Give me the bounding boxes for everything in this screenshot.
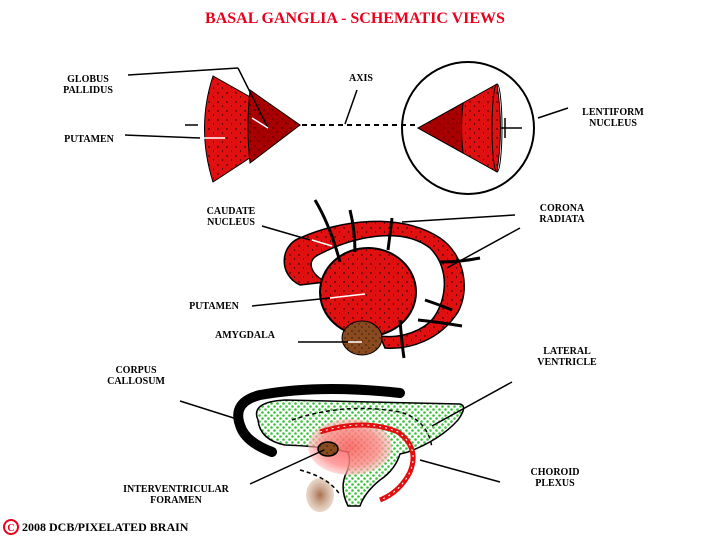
corona-fiber (348, 209, 357, 253)
label-lentiform-2: NUCLEUS (589, 118, 637, 129)
corpus-callosum-shape (233, 383, 405, 457)
label-corpus-1: CORPUS (115, 365, 157, 376)
lentiform-circle (401, 61, 535, 195)
globus-pallidus-shape (247, 89, 301, 164)
ventricle-view (233, 383, 465, 512)
corona-fiber (424, 298, 453, 312)
label-globus-pallidus-2: PALLIDUS (63, 85, 113, 96)
bottom-leader-lines (179, 381, 513, 485)
label-corona-2: RADIATA (539, 214, 585, 225)
diagram-title: BASAL GANGLIA - SCHEMATIC VIEWS (205, 10, 505, 27)
label-corpus-2: CALLOSUM (107, 376, 165, 387)
lentiform-side-view (185, 75, 418, 183)
copyright-text: 2008 DCB/PIXELATED BRAIN (22, 520, 189, 534)
label-putamen-top: PUTAMEN (64, 134, 115, 145)
middle-leader-lines (251, 214, 521, 343)
copyright-icon (3, 519, 19, 535)
corona-fiber (313, 199, 342, 263)
label-caudate-1: CAUDATE (207, 206, 256, 217)
label-globus-pallidus-1: GLOBUS (67, 74, 109, 85)
corona-fiber (386, 217, 394, 251)
label-corona-1: CORONA (540, 203, 585, 214)
lentiform-cone-inner (416, 102, 464, 154)
copyright: C 2008 DCB/PIXELATED BRAIN (3, 519, 189, 535)
fornix-dashed (291, 407, 433, 449)
label-caudate-2: NUCLEUS (207, 217, 255, 228)
label-putamen-middle: PUTAMEN (189, 301, 240, 312)
corona-fiber (417, 318, 463, 328)
label-lentiform-1: LENTIFORM (582, 107, 644, 118)
label-amygdala: AMYGDALA (215, 330, 276, 341)
copyright-symbol: C (7, 523, 14, 534)
label-choroid-1: CHOROID (531, 467, 580, 478)
label-interventricular-1: INTERVENTRICULAR (123, 484, 230, 495)
corona-fiber (398, 319, 406, 359)
amygdala-shape (341, 320, 383, 356)
label-interventricular-2: FORAMEN (150, 495, 202, 506)
label-lateral-1: LATERAL (543, 346, 591, 357)
amygdala-glow (306, 478, 334, 512)
caudate-head-glow (308, 419, 392, 475)
label-choroid-2: PLEXUS (535, 478, 575, 489)
top-leader-lines (124, 67, 569, 139)
caudate-putamen-view (283, 199, 481, 359)
label-axis: AXIS (349, 73, 373, 84)
interventricular-foramen-shape (317, 441, 339, 457)
fornix-dashed-lower (299, 469, 341, 496)
label-lateral-2: VENTRICLE (537, 357, 597, 368)
lentiform-end-view (401, 61, 535, 195)
